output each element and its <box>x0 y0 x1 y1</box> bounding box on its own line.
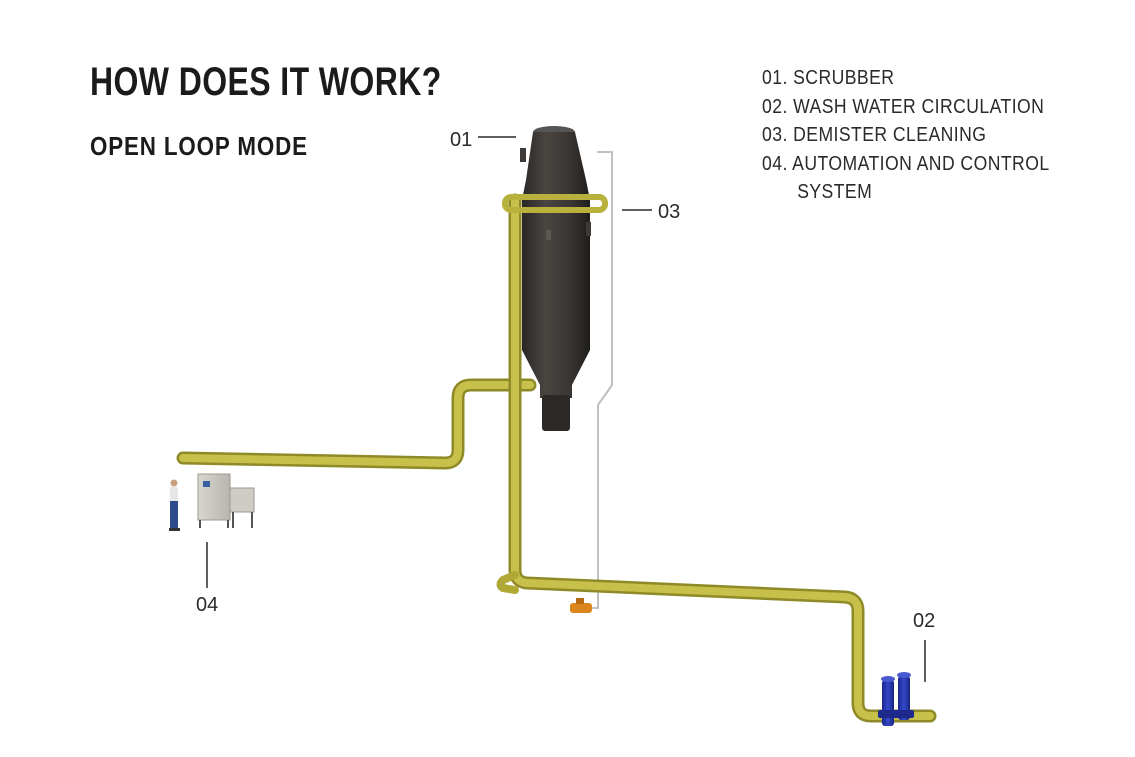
automation-control-system <box>197 473 255 528</box>
inlet-pipe <box>176 378 537 470</box>
page-title: HOW DOES IT WORK? <box>90 60 442 104</box>
legend-item-automation-and-control: 04. AUTOMATION AND CONTROL <box>762 152 1050 175</box>
legend-item-demister-cleaning: 03. DEMISTER CLEANING <box>762 124 987 146</box>
scrubber-spray-ring <box>502 194 608 213</box>
wash-water-pumps <box>878 672 914 726</box>
callout-04: 04 <box>196 594 218 616</box>
legend-item-scrubber: 01. SCRUBBER <box>762 67 895 89</box>
demister-cleaning-line <box>580 151 613 609</box>
page-subtitle: OPEN LOOP MODE <box>90 131 308 161</box>
callout-01: 01 <box>450 129 472 151</box>
human-scale-figure <box>169 479 180 531</box>
legend-item-wash-water-circulation: 02. WASH WATER CIRCULATION <box>762 95 1045 118</box>
callout-02: 02 <box>913 610 935 632</box>
callout-03: 03 <box>658 201 680 223</box>
legend-item-automation-continuation: SYSTEM <box>797 181 873 203</box>
component-legend: 01. SCRUBBER 02. WASH WATER CIRCULATION … <box>762 64 1050 207</box>
demister-valve <box>570 598 592 613</box>
